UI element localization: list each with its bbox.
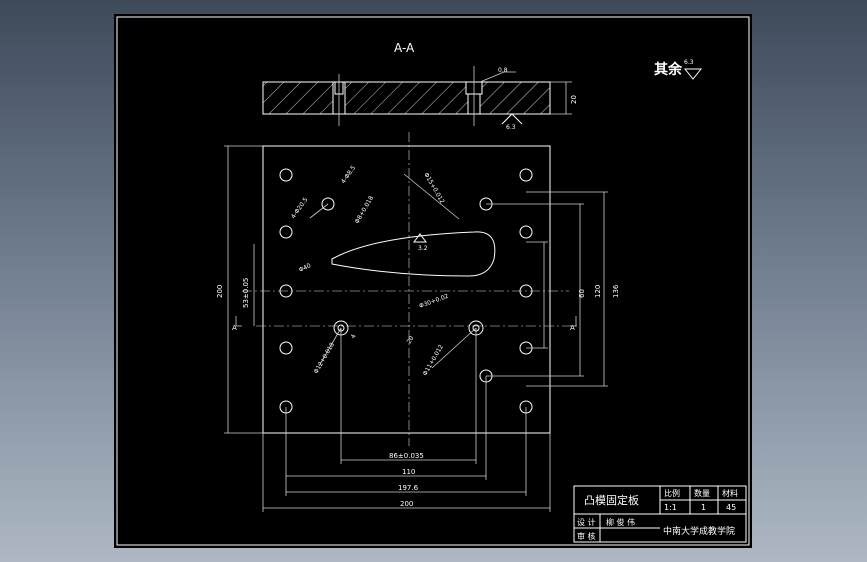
dimensions: 200 53±0.05 60 120 136 86±0.035 110 197.… [216,145,620,512]
hole-note-7: Φ12+0.018 [313,341,336,375]
plan-view: 3.2 4-Φ20.5 4-Φ8.5 Φ8+0.018 Φ40 Φ15+0.01… [232,132,580,446]
designer-name: 柳 俊 伟 [606,517,635,527]
hole-note-2: 4-Φ8.5 [340,164,357,185]
dim-height-overall: 200 [216,285,224,298]
plate-outline [262,145,551,434]
qty-value: 1 [701,503,706,512]
hole-note-4: Φ40 [298,262,312,274]
dim-right-3: 136 [612,284,620,298]
thickness-dim: 20 [570,95,578,104]
hole-note-9: 4 [350,333,358,340]
roughness-value: 6.3 [684,59,694,66]
roughness-note: 其余 [654,61,683,78]
hole-note-1: 4-Φ20.5 [290,196,310,220]
designer-label: 设 计 [577,517,596,527]
hole-note-3: Φ8+0.018 [354,195,376,225]
roughness-symbol [683,68,703,80]
scale-value: 1:1 [664,503,677,512]
part-name: 凸模固定板 [584,493,639,507]
section-mark-left: A [232,324,237,332]
qty-label: 数量 [694,488,710,498]
dim-right-1: 60 [578,289,586,298]
top-roughness-2: 6.3 [506,124,516,131]
checker-label: 审 核 [577,531,596,541]
title-block: 凸模固定板 比例 数量 材料 1:1 1 45 设 计 柳 俊 伟 审 核 中南… [573,485,747,543]
hole-note-8: Φ11+0.012 [422,343,445,377]
drawing-canvas: A-A 其余 6.3 20 0.8 6.3 [116,16,750,546]
section-mark-right: A [570,324,575,332]
hole-note-10: 20 [406,335,416,345]
punch-slot [331,231,496,277]
scale-label: 比例 [664,488,680,498]
dim-width-1: 197.6 [398,484,419,492]
hole-note-6: Φ30+0.02 [418,293,449,310]
section-view: 20 0.8 6.3 [262,66,578,131]
drawing-border [116,16,750,546]
slot-roughness: 3.2 [418,245,428,252]
drawing-sheet: A-A 其余 6.3 20 0.8 6.3 [114,14,752,548]
dim-width-3: 86±0.035 [389,452,424,460]
material-label: 材料 [722,488,738,498]
material-value: 45 [726,503,736,512]
school-name: 中南大学成教学院 [663,525,735,537]
dim-width-overall: 200 [400,500,413,508]
top-roughness-1: 0.8 [498,67,508,74]
section-title: A-A [394,41,415,55]
hole-note-5: Φ15+0.012 [422,172,445,206]
dim-width-2: 110 [402,468,415,476]
dim-height-left: 53±0.05 [242,278,250,308]
dim-right-2: 120 [594,285,602,298]
